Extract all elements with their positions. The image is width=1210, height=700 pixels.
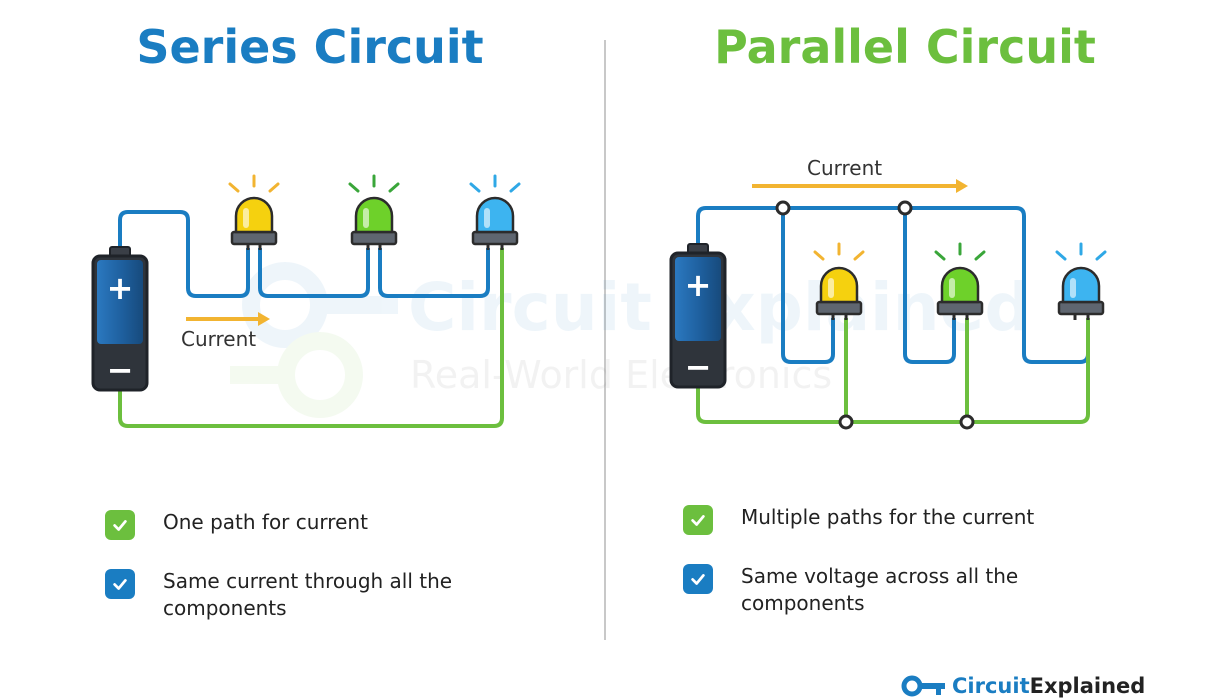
series-circuit-title: Series Circuit (136, 20, 484, 74)
series-battery-plus-sign: + (107, 269, 134, 307)
series-bullet-text-2: Same current through all the components (163, 569, 453, 620)
series-wire-return (118, 248, 504, 428)
series-led-green (348, 174, 400, 250)
watermark: Circuit Explained Real-World Electronics (230, 262, 1032, 418)
brand-name-part1: Circuit (952, 674, 1030, 698)
series-battery-minus-sign: − (107, 351, 134, 389)
series-wire-battery-to-led1 (118, 210, 250, 298)
parallel-battery-minus-sign: − (685, 348, 712, 386)
parallel-junction-nodes (775, 200, 975, 430)
series-wire-led2-to-led3 (378, 248, 490, 298)
parallel-led-yellow (813, 242, 865, 320)
series-bullet-2: Same current through all the components (105, 569, 463, 622)
check-icon (105, 510, 135, 540)
parallel-bullet-1: Multiple paths for the current (683, 505, 1141, 535)
watermark-brand-a: Circuit (408, 269, 652, 346)
series-led-yellow (228, 174, 280, 250)
series-current-label: Current (181, 327, 256, 351)
series-arrow-head (258, 312, 270, 326)
parallel-diagram: Current + − (669, 156, 1107, 430)
check-icon (683, 564, 713, 594)
brand-logo: CircuitExplained (900, 674, 1145, 698)
parallel-bullet-2: Same voltage across all the components (683, 564, 1031, 617)
panel-divider (604, 40, 606, 640)
parallel-led-blue (1055, 242, 1107, 320)
check-icon (683, 505, 713, 535)
parallel-wire-top-bus (696, 206, 1090, 364)
parallel-bullet-text-1: Multiple paths for the current (741, 505, 1035, 529)
watermark-tagline: Real-World Electronics (410, 353, 832, 397)
series-led-blue (469, 174, 521, 250)
watermark-logo-icon (230, 262, 398, 418)
series-bullet-text-1: One path for current (163, 510, 368, 534)
series-diagram: Current + − (91, 174, 521, 428)
parallel-current-label: Current (807, 156, 882, 180)
parallel-led-green (934, 242, 986, 320)
brand-logo-icon (901, 675, 945, 697)
series-bullet-1: One path for current (105, 510, 463, 540)
parallel-wire-branch-1 (781, 208, 835, 364)
brand-name-part2: Explained (1029, 674, 1146, 698)
parallel-battery: + − (669, 243, 727, 389)
parallel-wire-branch-2 (903, 208, 956, 364)
series-wire-led1-to-led2 (258, 248, 370, 298)
parallel-circuit-title: Parallel Circuit (714, 20, 1096, 74)
parallel-wire-bottom-bus (696, 318, 1090, 424)
series-battery: + − (91, 246, 149, 392)
check-icon (105, 569, 135, 599)
parallel-arrow-head (956, 179, 968, 193)
parallel-bullet-text-2: Same voltage across all the components (741, 564, 1019, 615)
parallel-battery-plus-sign: + (685, 266, 712, 304)
